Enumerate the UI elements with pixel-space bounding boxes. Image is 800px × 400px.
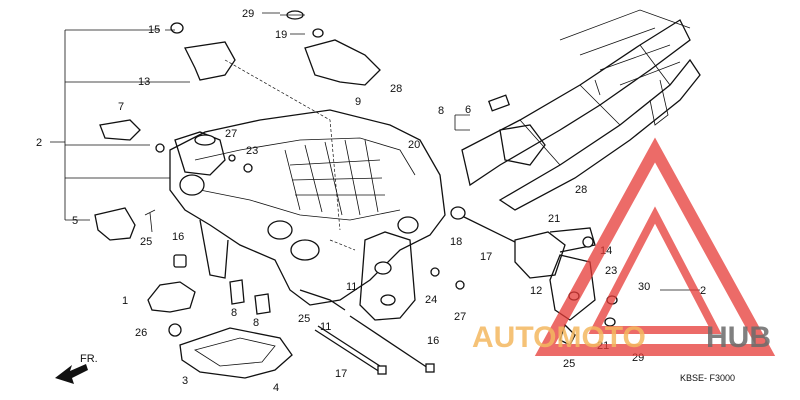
diagram-code: KBSE- F3000: [680, 373, 735, 383]
callout-8-b: 8: [253, 317, 259, 329]
callout-11-a: 11: [320, 321, 331, 333]
lower-parts: [147, 279, 293, 379]
callout-12: 12: [530, 285, 542, 297]
callout-27-top: 27: [225, 128, 237, 140]
bolts: [228, 154, 516, 375]
callout-27-mid: 27: [454, 311, 466, 323]
callout-21-right: 21: [548, 213, 560, 225]
callout-21-mid: 20: [408, 139, 420, 151]
watermark-text-hub: HUB: [706, 321, 771, 354]
callout-16: 16: [427, 335, 439, 347]
callout-13: 13: [138, 76, 150, 88]
watermark-triangle-inner: [588, 206, 722, 334]
watermark-logo: AUTOMOTO HUB: [472, 137, 776, 356]
callout-6: 6: [465, 104, 471, 116]
callout-30: 30: [638, 281, 650, 293]
callout-23-mid: 24: [425, 294, 437, 306]
callout-23-top: 23: [246, 145, 258, 157]
callout-10: 9: [355, 96, 361, 108]
front-direction-arrow: FR.: [55, 353, 98, 384]
direction-label: FR.: [80, 353, 98, 365]
callout-24: 25: [140, 236, 152, 248]
callout-21-top: 19: [275, 29, 287, 41]
callout-22: 23: [605, 265, 617, 277]
callout-2-right: 2: [700, 285, 706, 297]
callout-11-b: 11: [346, 281, 357, 293]
main-frame: [169, 109, 446, 321]
callout-3: 3: [182, 375, 188, 387]
upper-brackets: [170, 10, 381, 86]
callout-18: 17: [480, 251, 492, 263]
callout-17: 17: [335, 368, 347, 380]
callout-5: 5: [72, 215, 78, 227]
callout-1: 1: [122, 295, 128, 307]
watermark-triangle-outer: [534, 137, 776, 356]
callout-2-left: 2: [36, 137, 42, 149]
callout-labels: 15 29 19 13 9 7 2 27 23 28 8 6 20 5 25 1…: [36, 8, 706, 394]
callout-28-top: 28: [390, 83, 402, 95]
callout-29-top: 29: [242, 8, 254, 20]
callout-7: 7: [118, 101, 124, 113]
callout-8-a: 8: [231, 307, 237, 319]
watermark-text-auto: AUTOMOTO: [472, 321, 646, 354]
callout-25-left: 25: [298, 313, 310, 325]
callout-15: 15: [148, 24, 160, 36]
callout-25-right: 25: [563, 358, 575, 370]
left-small-parts: [94, 119, 187, 268]
callout-28-right: 28: [575, 184, 587, 196]
callout-20: 18: [450, 236, 462, 248]
callout-26: 26: [135, 327, 147, 339]
callout-9: 8: [438, 105, 444, 117]
rear-subframe: [461, 9, 701, 211]
callout-19: 16: [172, 231, 184, 243]
callout-4: 4: [273, 382, 279, 394]
